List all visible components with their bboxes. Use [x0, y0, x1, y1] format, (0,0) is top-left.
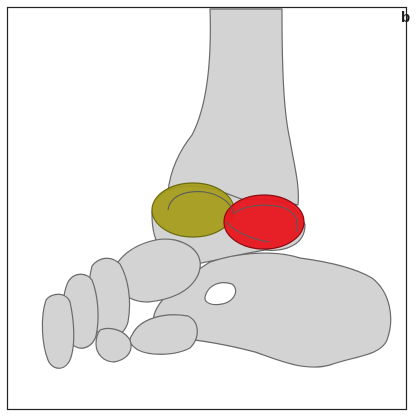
metatarsal-bone — [42, 294, 73, 368]
yellow-highlight — [152, 183, 234, 237]
panel-label: b — [401, 10, 410, 25]
